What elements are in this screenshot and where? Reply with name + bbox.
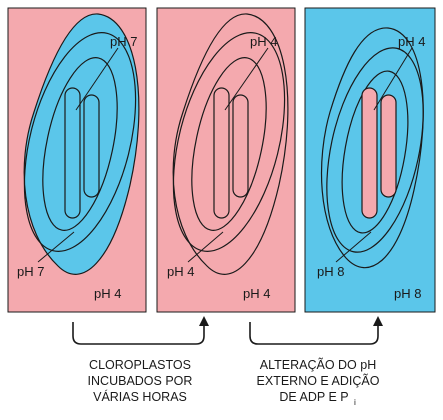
step-2-subscript: i xyxy=(354,397,356,407)
panel-2-top-label: pH 4 xyxy=(250,34,277,49)
panel-1: pH 7 pH 7 pH 4 xyxy=(7,7,147,313)
step-1-caption: CLOROPLASTOS INCUBADOS POR VÁRIAS HORAS xyxy=(88,358,193,404)
panel-2-top-leader xyxy=(224,47,269,111)
panel-2-thylakoid-left xyxy=(213,87,230,219)
panel-2-inner-contour-2 xyxy=(191,57,267,231)
panel-3-thylakoid-right xyxy=(380,94,397,198)
panel-2-outer-label: pH 4 xyxy=(243,286,270,301)
panel-1-outer-label: pH 4 xyxy=(94,286,121,301)
panel-3-inner-contour-2 xyxy=(341,70,409,234)
step-1-line-2: INCUBADOS POR xyxy=(88,374,193,388)
panel-1-inner-leader xyxy=(37,231,75,263)
step-2-arrow xyxy=(249,316,383,345)
panel-3-thylakoid-left xyxy=(361,87,378,219)
panel-1-top-label: pH 7 xyxy=(110,34,137,49)
step-2-line-2: EXTERNO E ADIÇÃO xyxy=(257,374,380,388)
step-1-arrow xyxy=(72,316,209,345)
panel-2-inner-leader xyxy=(187,231,224,263)
step-1-line-3: VÁRIAS HORAS xyxy=(93,389,187,404)
panel-1-thylakoid-right xyxy=(83,94,100,198)
panel-1-inner-contour-2 xyxy=(42,57,118,231)
panel-2: pH 4 pH 4 pH 4 xyxy=(156,7,296,313)
panel-2-chloroplast-envelope xyxy=(172,13,289,275)
panel-3-outer-label: pH 8 xyxy=(394,286,421,301)
step-2-line-3: DE ADP E P xyxy=(279,390,348,404)
panel-3-top-leader xyxy=(373,47,413,111)
step-2-caption: ALTERAÇÃO DO pH EXTERNO E ADIÇÃO DE ADP … xyxy=(257,358,380,407)
panel-1-top-leader xyxy=(75,47,119,111)
panel-1-inner-label: pH 7 xyxy=(17,264,44,279)
panel-3-inner-contour-1 xyxy=(326,47,424,253)
panel-3-top-label: pH 4 xyxy=(398,34,425,49)
panel-1-chloroplast-envelope xyxy=(23,13,140,275)
panel-2-inner-label: pH 4 xyxy=(167,264,194,279)
panel-3-inner-leader xyxy=(335,231,372,263)
step-1-line-1: CLOROPLASTOS xyxy=(89,358,191,372)
panel-1-thylakoid-left xyxy=(64,87,81,219)
panel-1-inner-contour-1 xyxy=(23,32,137,252)
step-2-line-1: ALTERAÇÃO DO pH xyxy=(260,358,376,372)
panel-2-thylakoid-right xyxy=(232,94,249,198)
panel-3-inner-label: pH 8 xyxy=(317,264,344,279)
panel-3: pH 4 pH 8 pH 8 xyxy=(304,7,436,313)
